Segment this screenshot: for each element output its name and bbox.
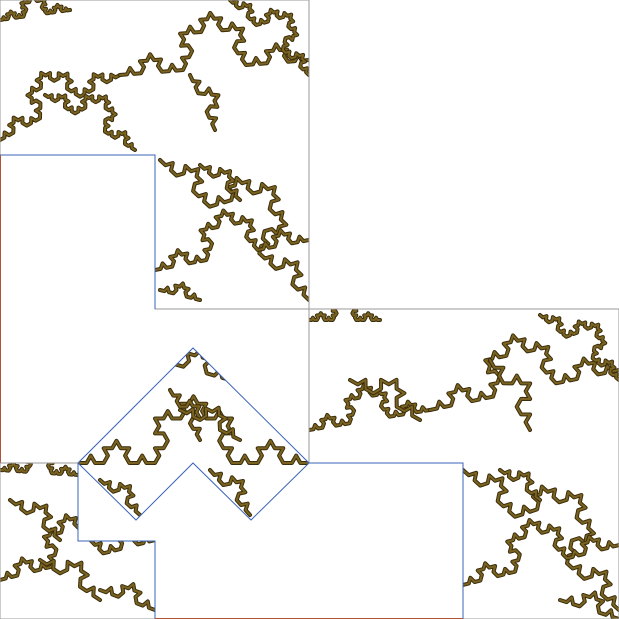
fractal-branch [0,71,121,141]
fractal-piece-top [0,0,309,302]
fractal-branch [99,583,155,611]
fractal-branch [9,499,61,541]
fractal-branch [559,591,619,619]
fractal-branch [462,519,619,586]
fractal-branch [309,309,381,321]
fractal-branch [159,159,309,301]
fractal-branch [44,94,136,151]
fractal-branch [0,463,79,476]
tile-right-inner-edge [309,462,464,619]
fractal-branch [78,395,309,464]
tile-diamond-border [77,347,310,521]
fractal-branch [462,469,619,611]
fractal-branch [429,334,619,411]
fractal-branch [0,0,71,21]
tile-top-inner-edge [0,154,156,309]
fractal-branch [0,514,155,581]
fractal-branch [119,11,309,76]
fractal-branch [159,282,201,301]
fractal-branch [499,469,541,501]
fractal-piece-bottom [0,463,155,612]
fractal-branch [99,479,141,516]
fractal-branch [229,0,309,76]
fractal-branch [209,469,251,516]
fractal-piece-right [309,309,619,619]
fractal-branch [539,314,619,381]
fractal-branch [179,406,241,441]
fractal-branch [489,359,532,431]
fractal-branch [349,378,421,421]
fractal-branch [154,209,309,271]
fractal-branch [189,74,220,131]
fractal-branch [199,164,241,201]
tile-bottom-inner-edge [77,463,156,619]
fractal-branch [39,559,101,601]
fractal-branch [169,389,201,441]
